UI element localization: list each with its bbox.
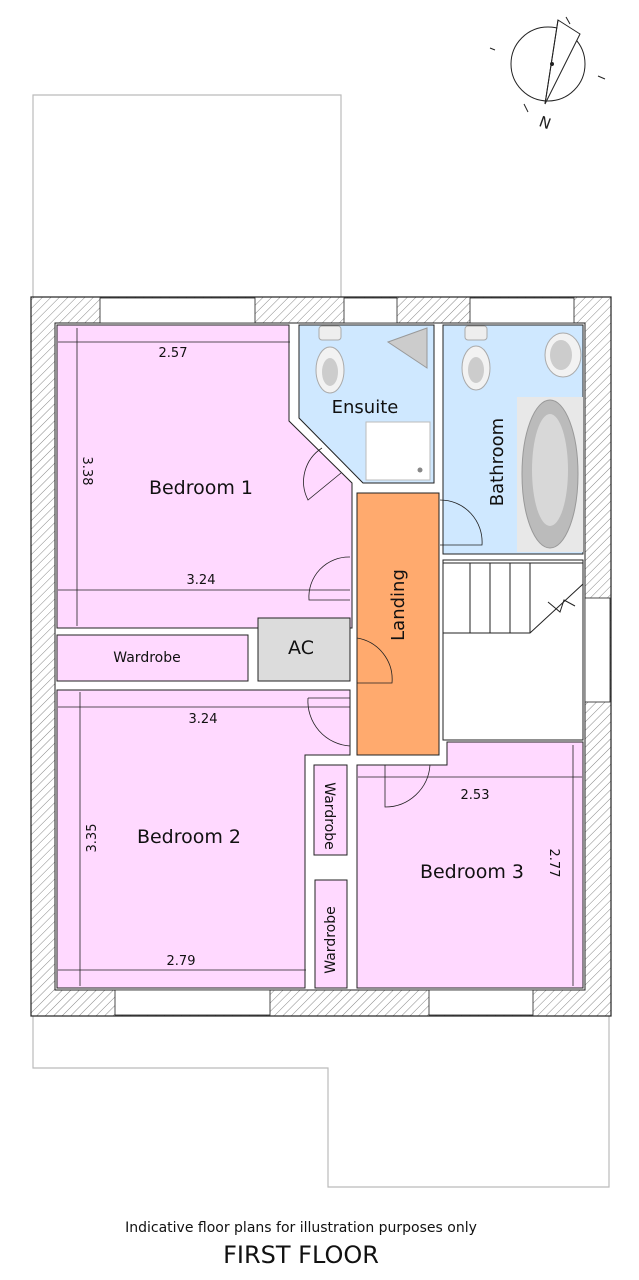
toilet-icon <box>461 325 491 391</box>
wardrobe-1-label: Wardrobe <box>113 650 180 666</box>
toilet-icon <box>315 325 345 394</box>
bedroom-3-label: Bedroom 3 <box>420 861 524 883</box>
wardrobe-bedroom-2b <box>314 879 348 989</box>
dimension-label: 2.77 <box>546 849 561 878</box>
basin-icon <box>386 327 428 369</box>
floor-title: FIRST FLOOR <box>223 1241 379 1269</box>
window <box>343 297 398 324</box>
dimension-label: 3.24 <box>189 712 218 727</box>
bathtub-icon <box>517 397 583 552</box>
dimension-label: 2.53 <box>461 788 490 803</box>
disclaimer: Indicative floor plans for illustration … <box>125 1220 477 1236</box>
bathroom-label: Bathroom <box>487 418 508 506</box>
dimension-label: 3.35 <box>85 824 100 853</box>
ensuite-label: Ensuite <box>332 397 399 418</box>
north-label: N <box>537 112 554 133</box>
wardrobe-bedroom-1 <box>56 634 249 682</box>
wardrobe-3-label: Wardrobe <box>323 906 339 973</box>
bedroom-2 <box>56 689 351 989</box>
staircase <box>442 559 584 741</box>
window <box>99 297 256 324</box>
bedroom-2-label: Bedroom 2 <box>137 826 241 848</box>
ac-label: AC <box>288 637 314 659</box>
bedroom-3 <box>356 741 584 989</box>
dimension-label: 3.38 <box>79 457 94 486</box>
landing-label: Landing <box>388 569 409 641</box>
window <box>114 989 271 1016</box>
landing <box>356 492 440 756</box>
window <box>469 297 575 324</box>
front-garden-outline <box>32 1015 610 1188</box>
window <box>584 597 611 703</box>
rear-garden-outline <box>32 94 342 300</box>
dimension-label: 2.79 <box>167 954 196 969</box>
door-swings <box>303 447 483 808</box>
dimension-label: 3.24 <box>187 573 216 588</box>
window <box>428 989 534 1016</box>
wardrobe-2-label: Wardrobe <box>321 782 337 849</box>
airing-cupboard <box>257 617 351 682</box>
bedroom-1 <box>56 324 353 629</box>
basin-icon <box>544 332 582 378</box>
dimension-lines <box>58 328 582 986</box>
wardrobe-bedroom-2a <box>313 764 348 856</box>
dimension-label: 2.57 <box>159 346 188 361</box>
north-compass-icon: N <box>489 16 606 133</box>
bedroom-1-label: Bedroom 1 <box>149 477 253 499</box>
shower-drain-icon <box>417 467 423 473</box>
